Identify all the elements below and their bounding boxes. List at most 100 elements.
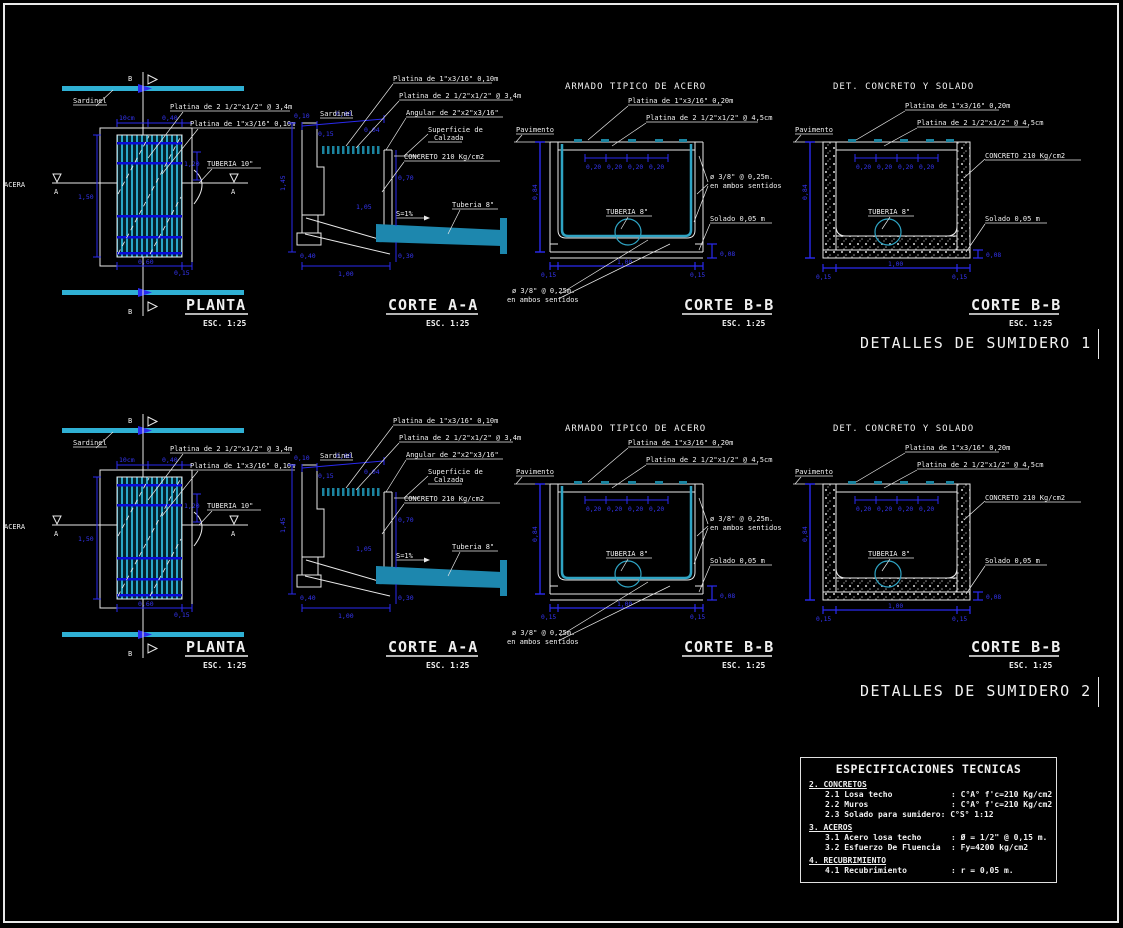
svg-text:TUBERIA 8": TUBERIA 8" — [868, 550, 910, 558]
bottom-dims — [822, 606, 971, 614]
dim-text: 0,40 — [300, 594, 316, 602]
view-heading: ARMADO TIPICO DE ACERO — [565, 424, 706, 434]
svg-text:Solado 0,05 m: Solado 0,05 m — [710, 215, 765, 223]
view-title: CORTE A-A — [388, 638, 478, 656]
dim-text: 0,15 — [174, 269, 190, 277]
dim-lines — [93, 461, 201, 612]
pipe-end-cap — [500, 218, 507, 254]
callout-platina-1: Platina de 1"x3/16" 0,20m — [587, 97, 733, 141]
spacing-dims — [854, 154, 939, 162]
view-scale: ESC. 1:25 — [426, 661, 470, 670]
svg-text:Angular de 2"x2"x3/16": Angular de 2"x2"x3/16" — [406, 451, 499, 459]
sardinel-bar-bottom — [62, 632, 244, 637]
dim-text: 0,20 — [919, 164, 934, 171]
svg-text:en ambos sentidos: en ambos sentidos — [507, 296, 579, 304]
dim-lines — [288, 457, 397, 612]
left-dim — [805, 141, 815, 259]
dim-text: 0,84 — [801, 526, 809, 542]
callout-platina-1: Platina de 1"x3/16" 0,10m — [345, 417, 498, 489]
dim-text: 0,40 — [300, 252, 316, 260]
svg-text:ø 3/8" @ 0,25m.: ø 3/8" @ 0,25m. — [710, 173, 773, 181]
svg-text:Platina de 2 1/2"x1/2" @ 3,4m: Platina de 2 1/2"x1/2" @ 3,4m — [399, 92, 521, 100]
dim-text: 0,15 — [952, 616, 967, 623]
dim-text: 0,20 — [628, 506, 643, 513]
flow-arrow — [138, 630, 152, 639]
callout-angular: Angular de 2"x2"x3/16" — [385, 109, 503, 151]
callout-tuberia: TUBERIA 10" — [198, 160, 261, 184]
callout-tuberia: TUBERIA 8" — [868, 208, 914, 230]
spec-value: : C°A° f'c=210 Kg/cm2 — [951, 790, 1053, 799]
view-scale: ESC. 1:25 — [1009, 319, 1053, 328]
channel-walls — [549, 141, 704, 259]
view-title: PLANTA — [186, 638, 246, 656]
detail-row-1: ACERA B B A A — [0, 66, 1123, 346]
armado-view: ARMADO TIPICO DE ACERO Pavimento — [507, 82, 782, 328]
svg-text:Calzada: Calzada — [434, 476, 464, 484]
callout-tuberia: Tuberia 8" — [447, 201, 498, 235]
flow-arrow — [138, 426, 152, 435]
bottom-dims — [549, 262, 704, 270]
pipe-circle — [874, 218, 902, 246]
section-marker-b: B — [128, 417, 132, 425]
dim-text: 0,20 — [877, 506, 892, 513]
section-marker-a: A — [231, 530, 236, 538]
specs-heading: 2. CONCRETOS — [809, 780, 867, 789]
svg-text:Sardinel: Sardinel — [73, 97, 107, 105]
dim-text: 0,30 — [398, 252, 414, 260]
callout-platina-1: Platina de 1"x3/16" 0,20m — [587, 439, 733, 483]
dim-text: 10cm — [119, 114, 135, 122]
dim-text: 0,70 — [398, 174, 414, 182]
planta-view: ACERA B B A A — [4, 414, 295, 670]
callout-pavimento: Pavimento — [794, 126, 833, 143]
dim-text: 1,00 — [888, 261, 903, 268]
grate-crossbars — [117, 142, 182, 255]
callout-solado: Solado 0,05 m — [698, 557, 772, 593]
callout-rebar-right: ø 3/8" @ 0,25m. en ambos sentidos — [693, 155, 782, 223]
outlet-pipe — [376, 224, 502, 246]
svg-text:TUBERIA 8": TUBERIA 8" — [868, 208, 910, 216]
dim-text: 0,04 — [364, 126, 380, 134]
dim-lines — [288, 115, 397, 270]
dim-text: 0,20 — [628, 164, 643, 171]
svg-text:Platina de 2 1/2"x1/2" @ 4,5cm: Platina de 2 1/2"x1/2" @ 4,5cm — [917, 461, 1043, 469]
svg-text:ø 3/8" @ 0,25m.: ø 3/8" @ 0,25m. — [512, 287, 575, 295]
solado-dim — [707, 243, 717, 259]
rebar-u — [560, 486, 693, 580]
svg-text:Solado 0,05 m: Solado 0,05 m — [985, 215, 1040, 223]
svg-text:Platina de 1"x3/16" 0,10m: Platina de 1"x3/16" 0,10m — [393, 417, 498, 425]
callout-platina-2: Platina de 2 1/2"x1/2" @ 4,5cm — [883, 119, 1043, 147]
callout-sardinel: Sardinel — [73, 89, 114, 107]
svg-text:Platina de 1"x3/16" 0,10m: Platina de 1"x3/16" 0,10m — [393, 75, 498, 83]
dim-text: 0,15 — [816, 616, 831, 623]
dim-text: 1,05 — [356, 203, 372, 211]
grate-diagonals — [117, 135, 182, 255]
svg-text:TUBERIA 8": TUBERIA 8" — [606, 550, 648, 558]
dim-text: 0,30 — [398, 594, 414, 602]
flow-arrow — [138, 84, 152, 93]
dim-text: 1,45 — [279, 517, 287, 533]
dim-text: 0,15 — [816, 274, 831, 281]
callout-concreto: CONCRETO 210 Kg/cm2 — [963, 494, 1081, 521]
svg-text:Platina de 1"x3/16" 0,20m: Platina de 1"x3/16" 0,20m — [905, 102, 1010, 110]
dim-text: 0,15 — [318, 472, 334, 480]
specs-heading: 4. RECUBRIMIENTO — [809, 856, 887, 865]
callout-platina-1: Platina de 1"x3/16" 0,20m — [855, 444, 1010, 483]
armado-view: ARMADO TIPICO DE ACERO Pavimento — [507, 424, 782, 670]
spec-label: 2.3 Solado para sumidero: C°S° 1:12 — [825, 810, 994, 819]
specs-heading: 3. ACEROS — [809, 823, 853, 832]
view-title: CORTE B-B — [684, 638, 774, 656]
view-scale: ESC. 1:25 — [203, 661, 247, 670]
spec-value — [951, 810, 1048, 820]
callout-solado: Solado 0,05 m — [965, 215, 1047, 253]
callout-rebar-bottom: ø 3/8" @ 0,25m. en ambos sentidos — [507, 239, 671, 304]
spacing-dims — [584, 154, 669, 162]
callout-platina-2: Platina de 1"x3/16" 0,10m — [161, 120, 295, 175]
callout-superficie: Superficie de Calzada — [394, 126, 483, 157]
dim-text: 1,00 — [338, 270, 354, 278]
corte-aa-view: S=1% 0,10 0,60 0,15 0,04 1,45 0,70 1,05 … — [279, 75, 521, 328]
svg-text:S=1%: S=1% — [396, 552, 414, 560]
dim-text: 0,40 — [162, 456, 178, 464]
callout-angular: Angular de 2"x2"x3/16" — [385, 451, 503, 493]
callout-tuberia: Tuberia 8" — [447, 543, 498, 577]
dim-text: 0,20 — [898, 506, 913, 513]
